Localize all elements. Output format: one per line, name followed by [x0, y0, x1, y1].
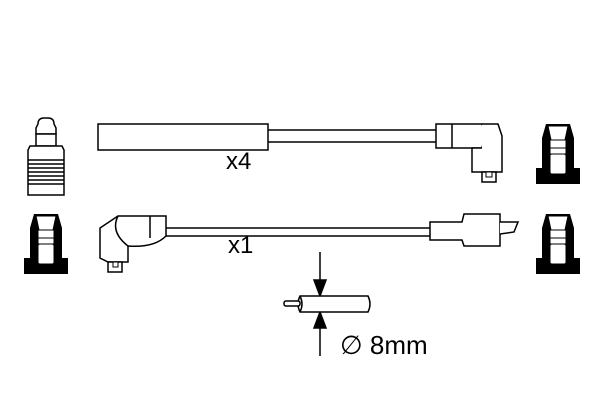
boot-icon-left: [23, 213, 69, 275]
plug-end-connector: [97, 123, 269, 151]
boot-icon-top-right: [535, 123, 581, 185]
boot-icon-bottom-right: [535, 213, 581, 275]
diameter-detail: [283, 252, 371, 356]
quantity-label-x1: x1: [228, 232, 254, 259]
quantity-label-x4: x4: [226, 148, 252, 175]
cable-set-b: [99, 213, 520, 273]
diameter-label: ∅ 8mm: [340, 330, 428, 360]
spark-plug-icon: [27, 117, 65, 196]
cable-set-a: [97, 123, 503, 183]
